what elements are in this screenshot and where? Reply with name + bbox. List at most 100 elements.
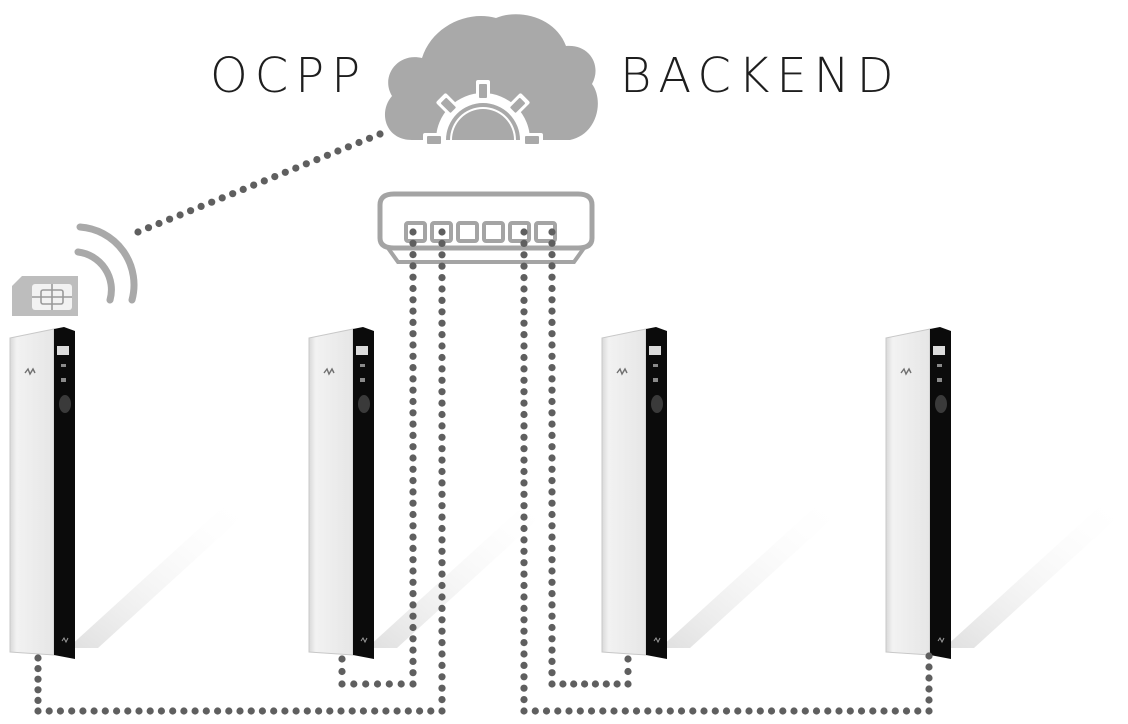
connection-dot (880, 707, 888, 715)
connection-dot (520, 342, 528, 350)
connection-dot (613, 680, 621, 688)
connection-dot (548, 443, 556, 451)
connection-dot (34, 654, 42, 662)
connection-dot (350, 680, 358, 688)
cloud-gear-icon (384, 14, 598, 147)
connection-dot (520, 251, 528, 259)
connection-dot (239, 185, 247, 193)
connection-dot (869, 707, 877, 715)
connection-dot (548, 296, 556, 304)
connection-dot (520, 479, 528, 487)
charger-rfid-reader (358, 395, 370, 413)
connection-dot (621, 707, 629, 715)
connection-dot (548, 510, 556, 519)
connection-dot (187, 207, 195, 215)
connection-dot (548, 239, 556, 247)
charger-shadow (367, 505, 554, 648)
connection-dot (520, 616, 528, 624)
connection-dot (520, 639, 528, 647)
connection-dot (260, 177, 268, 185)
connection-dot (548, 601, 556, 609)
connection-dot (548, 431, 556, 439)
connection-dot (438, 559, 446, 567)
connection-dot (409, 251, 417, 259)
connection-dot (548, 364, 556, 372)
connection-dot (734, 707, 742, 715)
connection-dot (632, 707, 641, 715)
connection-dot (409, 431, 417, 439)
connection-dot (602, 680, 610, 688)
connection-dot (409, 635, 417, 643)
connection-dot (409, 330, 417, 338)
connection-dot (438, 673, 446, 681)
connection-dot (520, 239, 528, 247)
connection-dot (338, 680, 346, 688)
charger-front-panel (54, 327, 75, 659)
connection-dot (835, 707, 843, 715)
connection-dot (438, 388, 446, 396)
connection-dot (548, 318, 556, 326)
connection-dot (166, 215, 174, 223)
connection-dot (520, 433, 528, 441)
backend-label: BACKEND (620, 48, 901, 104)
connection-dot (520, 661, 528, 670)
charger-body (601, 328, 647, 656)
connection-dot (438, 684, 446, 692)
connection-dot (548, 330, 556, 338)
connection-dot (348, 707, 356, 715)
connection-dot (812, 707, 821, 715)
connection-dot (655, 707, 663, 715)
connection-dot (438, 547, 446, 555)
connection-dot (438, 353, 446, 362)
charger-display (57, 346, 69, 355)
connection-dot (409, 488, 417, 496)
connection-dot (520, 570, 528, 578)
connection-dot (34, 675, 42, 683)
connection-dot (438, 570, 446, 578)
connection-dot (520, 228, 528, 236)
connection-dot (520, 581, 528, 590)
connection-dot (548, 409, 556, 417)
connection-dot (409, 318, 417, 326)
charger-status-led (653, 364, 658, 367)
connection-dot (34, 686, 42, 694)
connection-dot (846, 707, 854, 715)
connection-dot (700, 707, 708, 715)
connection-dot (344, 143, 352, 151)
connection-dot (666, 707, 674, 715)
connection-dot (438, 433, 446, 441)
connection-dot (404, 707, 412, 715)
connection-dot (45, 707, 53, 715)
charger-display (933, 346, 945, 355)
connection-dot (409, 612, 417, 620)
connection-dot (438, 581, 446, 590)
connection-dot (292, 164, 300, 172)
connection-dot (438, 513, 446, 521)
connection-dot (520, 627, 528, 635)
charger-rfid-reader (59, 395, 71, 413)
connection-dot (438, 365, 446, 373)
connection-dot (438, 696, 446, 704)
connection-dot (271, 173, 279, 181)
connection-dot (34, 665, 42, 673)
connection-dot (520, 684, 528, 692)
connection-dot (373, 680, 382, 688)
connection-dot (236, 707, 244, 715)
connection-dot (180, 707, 188, 715)
connection-dot (302, 160, 310, 168)
connection-dot (409, 578, 417, 586)
connection-dot (520, 707, 528, 715)
connection-dot (520, 673, 528, 681)
connection-dot (385, 680, 393, 688)
connection-dot (409, 646, 417, 654)
connection-dot (581, 680, 589, 688)
connection-dot (409, 556, 417, 564)
connection-dot (548, 454, 556, 462)
connection-dot (438, 650, 446, 658)
connection-dot (409, 239, 417, 247)
connection-dot (355, 138, 363, 147)
connection-dot (548, 567, 556, 575)
connection-dot (326, 707, 334, 715)
connection-dot (438, 479, 446, 487)
